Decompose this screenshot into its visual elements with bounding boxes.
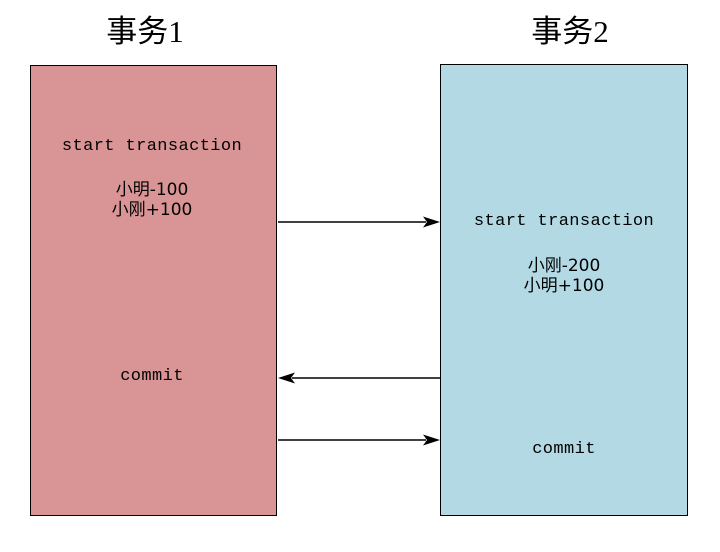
- tx1-commit-label: commit: [120, 367, 184, 386]
- tx1-amount-line-1: 小明-100: [115, 180, 189, 200]
- transaction-1-box: [30, 65, 277, 516]
- tx2-amount-line-2: 小明+100: [523, 276, 605, 297]
- arrow-icon-tx1-to-tx2-commit: [278, 434, 440, 446]
- tx2-amount-labels: 小刚-200 小明+100: [524, 256, 605, 296]
- transaction-2-box: [440, 64, 688, 516]
- arrow-icon-tx1-to-tx2-start: [278, 216, 440, 228]
- tx1-amount-labels: 小明-100 小刚+100: [112, 180, 193, 220]
- tx2-amount-line-1: 小刚-200: [527, 256, 601, 276]
- tx1-amount-line-2: 小刚+100: [111, 200, 193, 221]
- tx2-commit-label: commit: [532, 440, 596, 459]
- tx2-start-transaction-label: start transaction: [473, 212, 655, 231]
- column-title-transaction-1: 事务1: [106, 14, 184, 49]
- column-title-transaction-2: 事务2: [531, 14, 609, 49]
- tx1-start-transaction-label: start transaction: [61, 137, 243, 156]
- arrow-icon-tx2-to-tx1-commit: [278, 372, 440, 384]
